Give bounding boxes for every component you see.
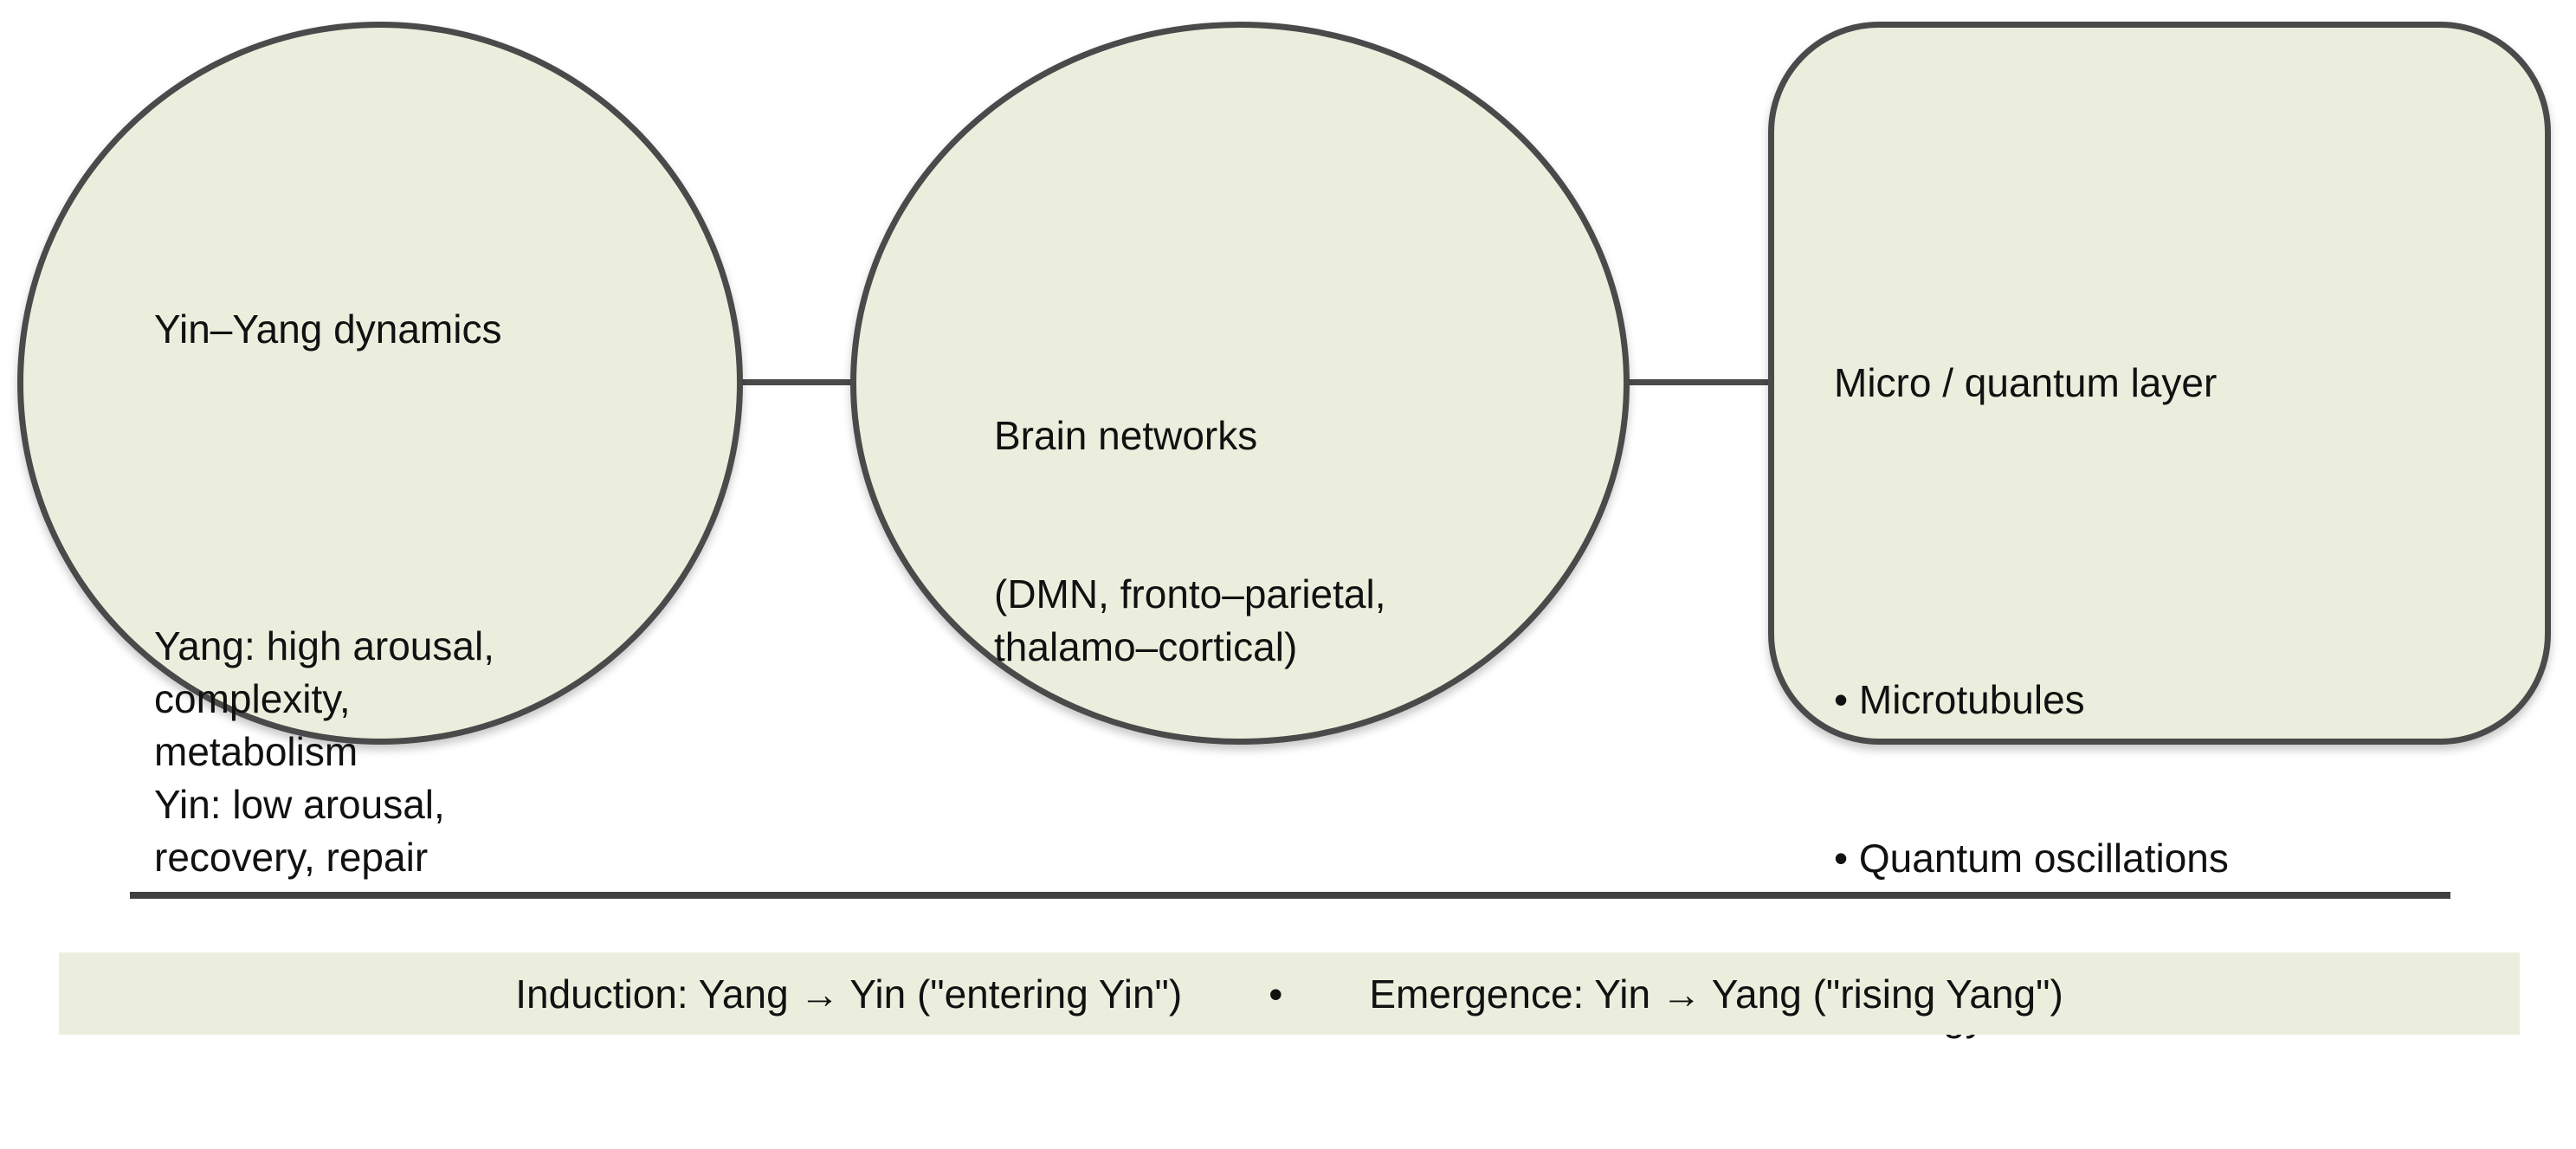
micro-quantum-item: • Quantum oscillations [1834, 836, 2229, 881]
divider-line [130, 892, 2450, 899]
micro-quantum-layer-title: Micro / quantum layer [1834, 360, 2218, 405]
brain-networks-body: (DMN, fronto–parietal, thalamo–cortical) [994, 571, 1386, 669]
induction-label: Induction: Yang → Yin ("entering Yin") [515, 971, 1183, 1017]
yin-yang-dynamics-body: Yang: high arousal, complexity, metaboli… [154, 623, 494, 880]
connector-brain-to-micro [1628, 379, 1775, 385]
connector-yin-yang-to-brain [736, 379, 857, 385]
brain-networks-node [850, 22, 1630, 745]
yin-yang-dynamics-title: Yin–Yang dynamics [154, 307, 502, 352]
micro-quantum-item: • Microtubules [1834, 677, 2085, 722]
emergence-label: Emergence: Yin → Yang ("rising Yang") [1369, 971, 2063, 1017]
brain-networks-text: Brain networks (DMN, fronto–parietal, th… [994, 304, 1386, 779]
yin-yang-dynamics-node [17, 22, 743, 745]
footer-separator: • [1269, 971, 1283, 1017]
diagram-canvas: Yin–Yang dynamics Yang: high arousal, co… [17, 22, 2551, 1039]
yin-yang-dynamics-text: Yin–Yang dynamics Yang: high arousal, co… [154, 197, 501, 990]
micro-quantum-layer-node [1768, 22, 2551, 745]
footer-band: Induction: Yang → Yin ("entering Yin") •… [59, 952, 2520, 1035]
brain-networks-title: Brain networks [994, 413, 1258, 458]
